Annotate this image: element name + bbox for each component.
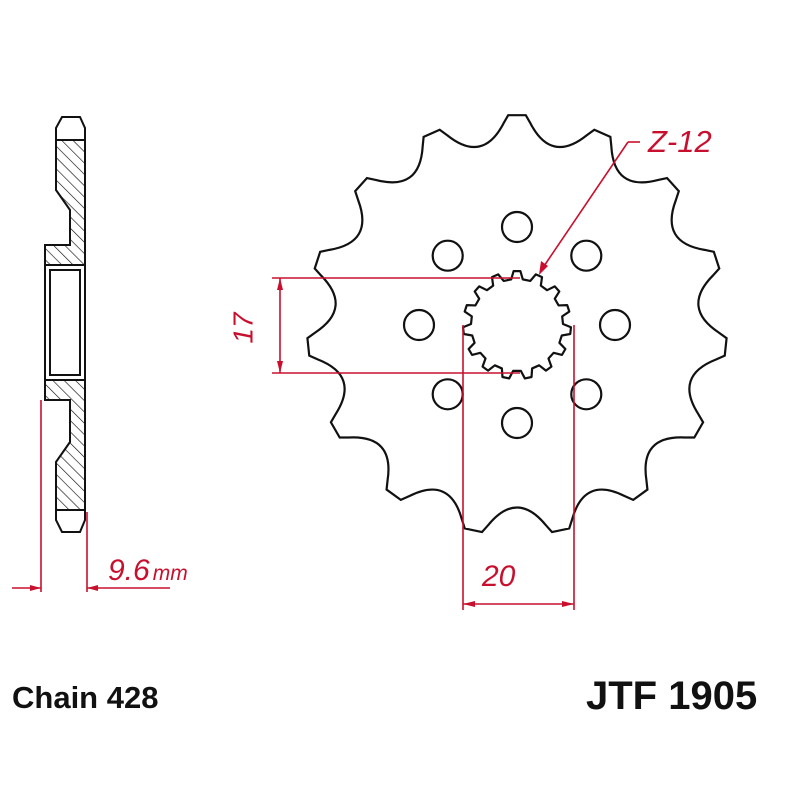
spline-height-dimension: 17	[227, 312, 259, 344]
part-number: JTF 1905	[586, 674, 758, 718]
bolt-holes	[402, 210, 632, 440]
width-value: 9.6	[108, 554, 150, 587]
width-dimension	[12, 400, 170, 592]
spline-width-dimension: 20	[482, 560, 516, 593]
spline-hub	[461, 270, 573, 380]
width-unit: mm	[152, 562, 188, 585]
teeth-count-label: Z-12	[648, 124, 712, 159]
chain-label: Chain 428	[12, 680, 159, 715]
side-section-view	[44, 116, 86, 533]
spline-dimensions	[272, 141, 640, 610]
